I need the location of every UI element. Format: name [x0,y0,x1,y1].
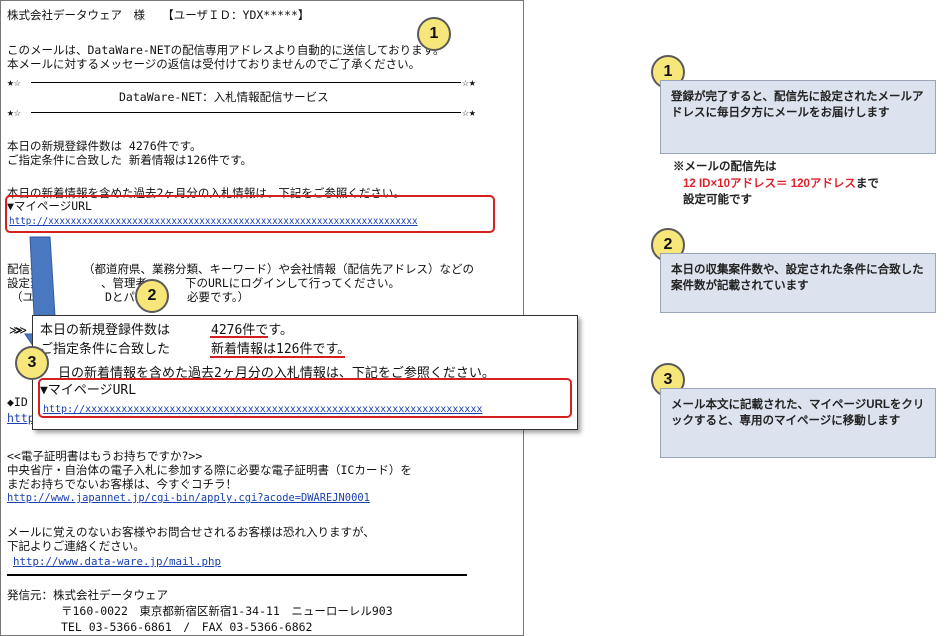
arrow-marks: ≫ [9,323,22,337]
mypage-highlight-box [5,195,495,233]
sender-line-1: 発信元：株式会社データウェア [7,588,168,602]
star-right-1: ☆★ [462,75,476,89]
note-tail-text: まで [855,178,879,190]
sender-line-2: 〒160-0022 東京都新宿区新宿1-34-11 ニューローレル903 [61,604,393,618]
note-red-text: 12 ID×10アドレス＝ 120アドレス [683,178,856,190]
config-line-2b: 、管理者 [101,276,147,290]
mypage-label: ▼マイページURL [7,199,92,213]
zoom-url-highlight-box [38,378,572,418]
callout-badge-1: 1 [417,17,451,51]
zoom-line-2b: 新着情報は126件です。 [211,342,351,357]
star-left-2: ★☆ [7,105,21,119]
cert-line-2: 中央省庁・自治体の電子入札に参加する際に必要な電子証明書（ICカード）を [7,463,412,477]
zoom-line-4: ▼マイページURL [40,383,137,398]
callout-box-2: 本日の収集案件数や、設定された条件に合致した案件数が記載されています [660,253,936,313]
separator-rule [31,112,461,113]
count-line-1: 本日の新規登録件数は 4276件です。 [7,139,202,153]
callout-badge-2: 2 [135,279,169,313]
contact-link[interactable]: http://www.data-ware.jp/mail.php [13,555,222,568]
count-line-2: ご指定条件に合致した 新着情報は126件です。 [7,153,253,167]
star-left-1: ★☆ [7,75,21,89]
zoom-line-2a: ご指定条件に合致した [40,342,171,357]
cert-heading: <<電子証明書はもうお持ちですか?>> [7,449,203,463]
mypage-link[interactable]: http://xxxxxxxxxxxxxxxxxxxxxxxxxxxxxxxxx… [9,216,418,227]
email-header: 株式会社データウェア 様 【ユーザＩＤ：YDX*****】 [7,8,310,22]
sender-line-3: TEL 03-5366-6861 / FAX 03-5366-6862 [61,620,313,634]
config-line-3c: 必要です。） [187,290,250,304]
callout-box-1: 登録が完了すると、配信先に設定されたメールアドレスに毎日夕方にメールをお届けしま… [660,80,936,154]
cert-line-3: まだお持ちでないお客様は、今すぐコチラ！ [7,477,237,491]
star-right-2: ☆★ [462,105,476,119]
footer-rule [7,574,467,576]
cert-link[interactable]: http://www.japannet.jp/cgi-bin/apply.cgi… [7,492,370,504]
contact-line-2: 下記よりご連絡ください。 [7,539,145,553]
zoom-line-3: 日の新着情報を含めた過去2ヶ月分の入札情報は、下記をご参照ください。 [58,366,495,381]
hidden-link[interactable]: http [7,411,35,425]
intro-line-2: 本メールに対するメッセージの返信は受付けておりませんのでご了承ください。 [7,57,421,71]
note-line-3: 設定可能です [683,194,752,206]
config-line-2c: 下のURLにログインして行ってください。 [185,276,401,290]
config-line-2a: 設定変 [7,276,42,290]
config-line-1b: （都道府県、業務分類、キーワード）や会社情報（配信先アドレス）などの [83,262,474,276]
separator-rule [31,82,461,83]
underline-126 [210,356,345,358]
note-line-2: 12 ID×10アドレス＝ 120アドレスまで [683,176,879,192]
zoom-mypage-link[interactable]: http://xxxxxxxxxxxxxxxxxxxxxxxxxxxxxxxxx… [43,404,483,415]
callout-badge-3: 3 [15,346,49,380]
underline-4276 [210,336,268,338]
callout-box-3: メール本文に記載された、マイページURLをクリックすると、専用のマイページに移動… [660,388,936,458]
zoom-line-1b: 4276件です。 [211,323,294,338]
service-title: DataWare-NET：入札情報配信サービス [119,90,329,104]
note-line-1: ※メールの配信先は [673,161,777,173]
intro-line-1: このメールは、DataWare-NETの配信専用アドレスより自動的に送信しており… [7,43,445,57]
config-line-3a: （ユー [11,290,46,304]
arrow-marks: ≫ [15,323,28,337]
config-line-1a: 配信条 [7,262,42,276]
zoom-line-1a: 本日の新規登録件数は [40,323,171,338]
zoom-inset: 本日の新規登録件数は 4276件です。 ご指定条件に合致した 新着情報は126件… [32,315,578,430]
contact-line-1: メールに覚えのないお客様やお問合せされるお客様は恐れ入りますが、 [7,525,375,539]
id-label: ◆ID [7,395,28,409]
